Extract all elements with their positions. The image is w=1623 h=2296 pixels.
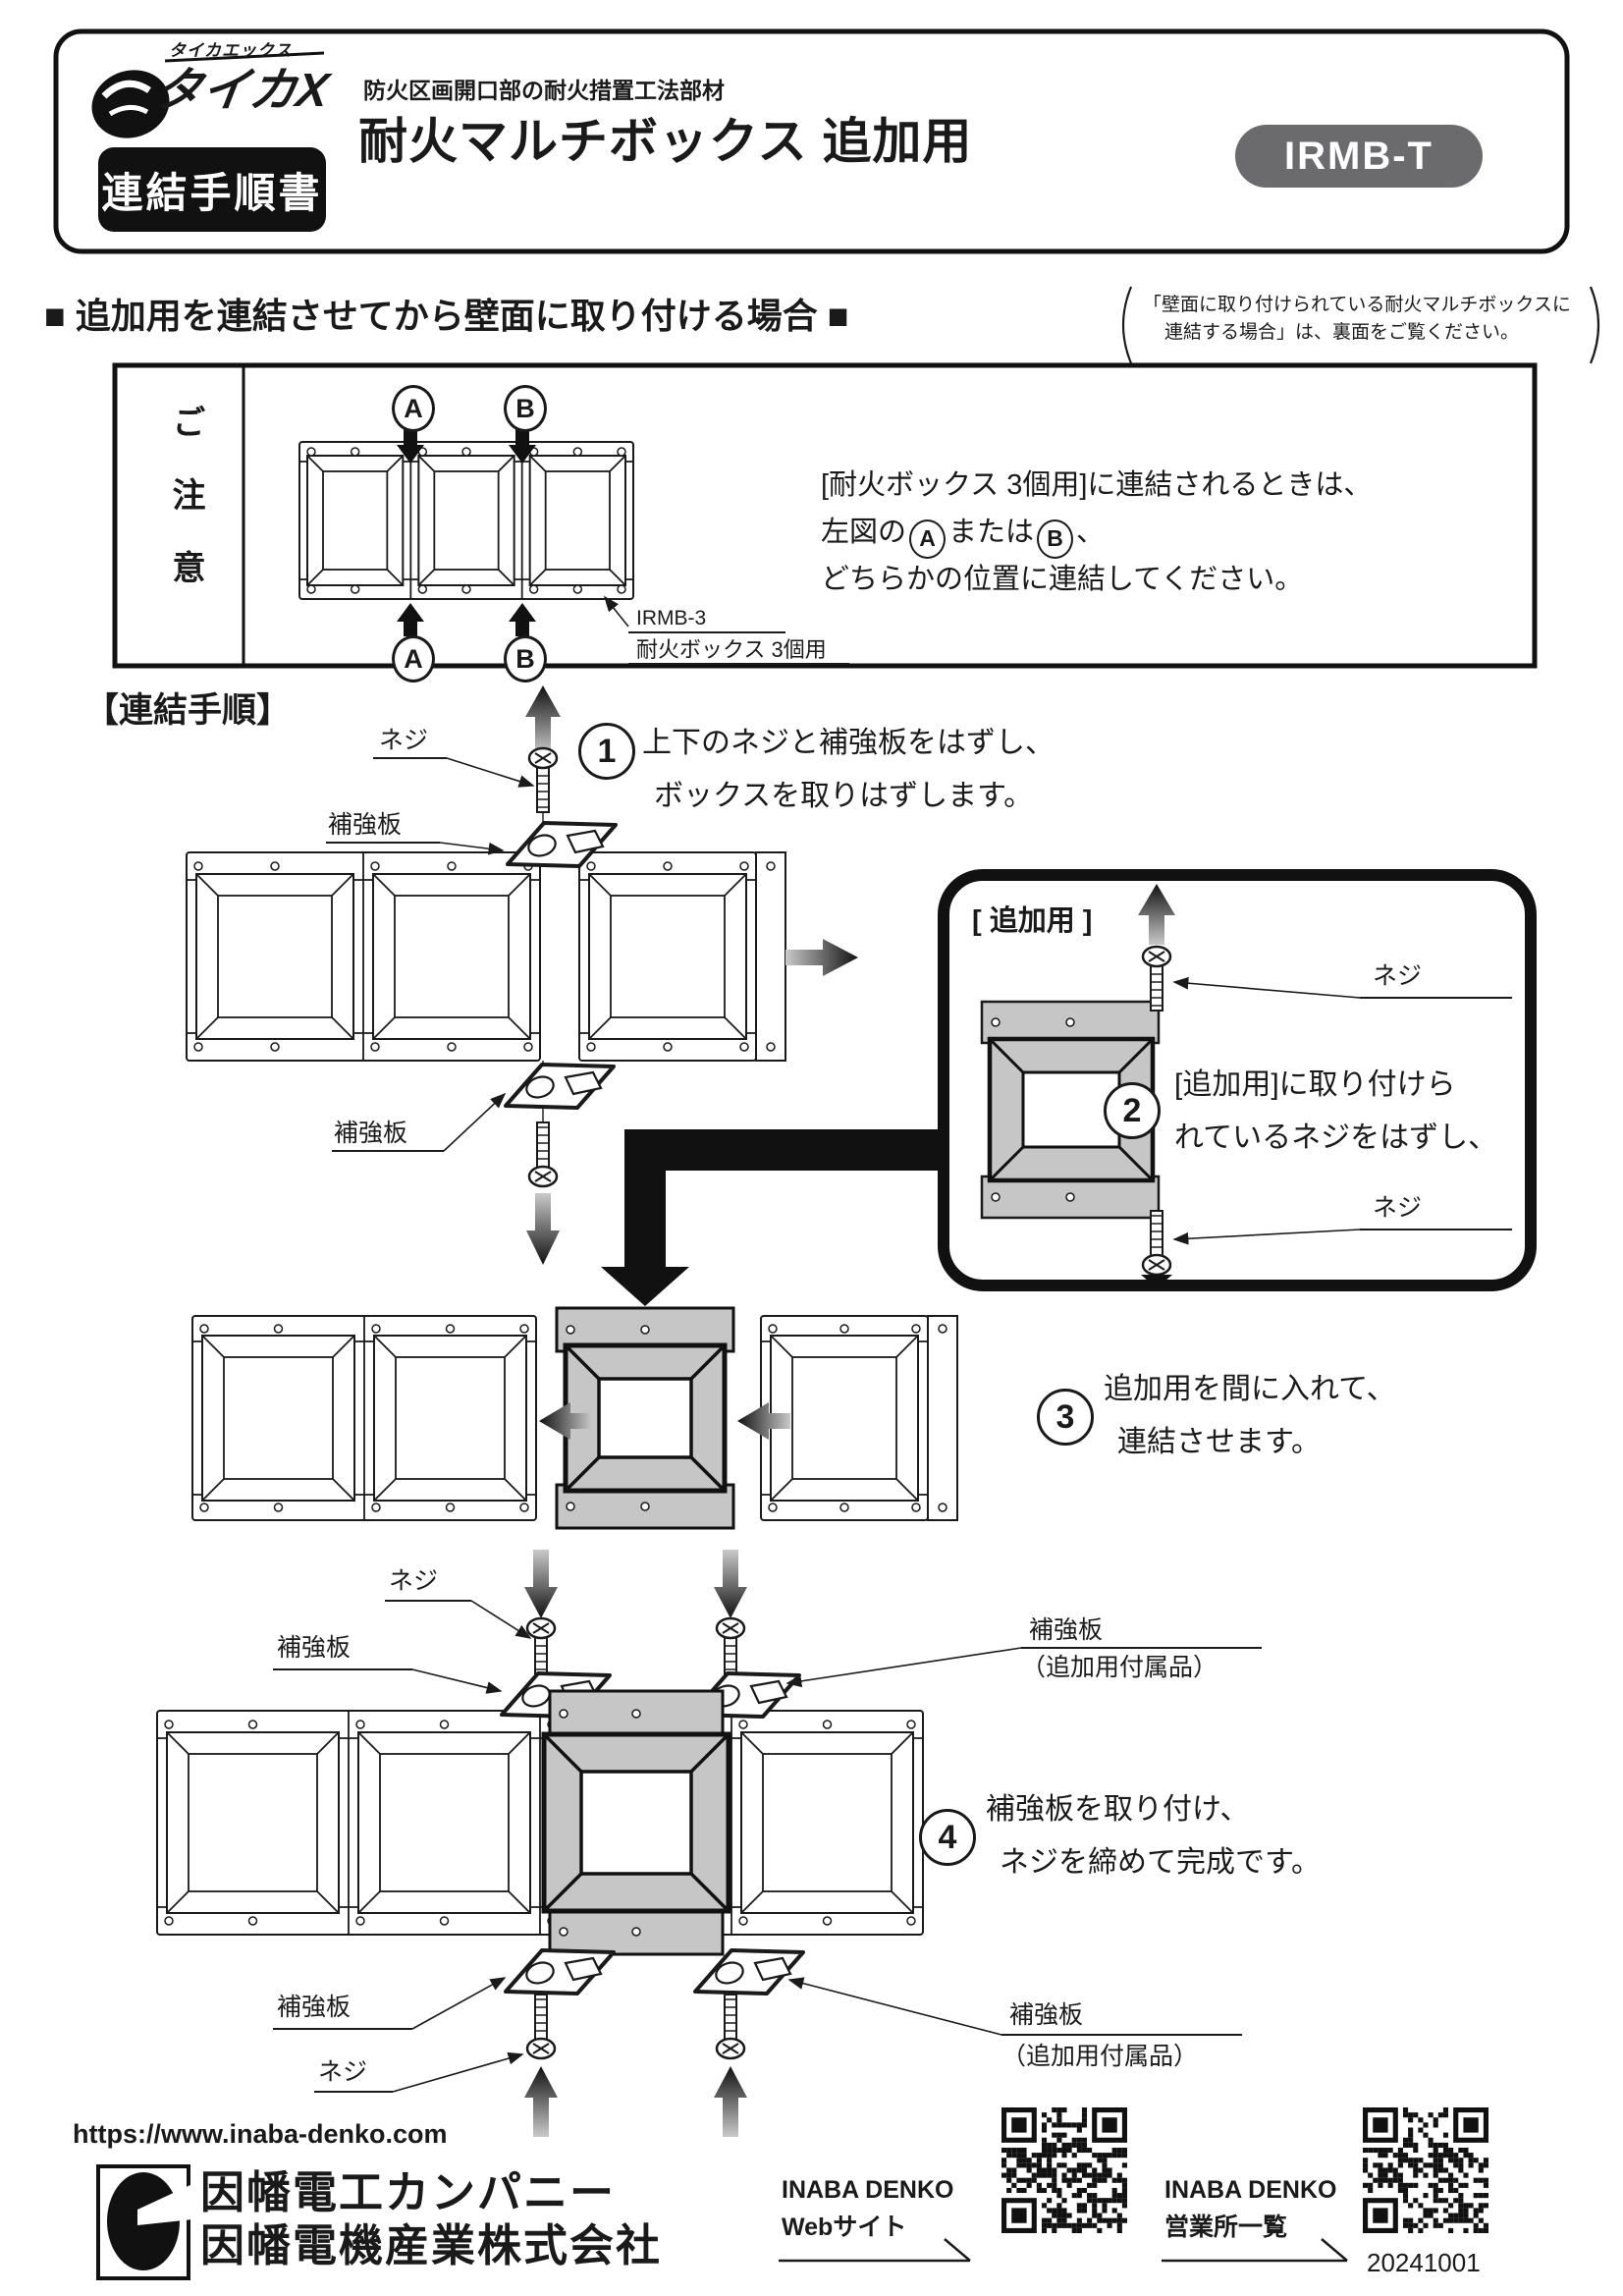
step4-number: 4 bbox=[919, 1809, 976, 1866]
section-heading: ■ 追加用を連結させてから壁面に取り付ける場合 ■ bbox=[44, 296, 849, 336]
company-name2: 因幡電機産業株式会社 bbox=[200, 2220, 663, 2270]
position-arrows bbox=[397, 429, 536, 636]
qr-code-website bbox=[1001, 2107, 1127, 2233]
arrow-down-icon bbox=[1141, 1275, 1172, 1288]
page-title: 耐火マルチボックス 追加用 bbox=[358, 114, 973, 169]
caution-line3: どちらかの位置に連結してください。 bbox=[821, 564, 1304, 595]
company-name1: 因幡電工カンパニー bbox=[200, 2167, 617, 2217]
tsuika-box-label: [ 追加用 ] bbox=[972, 905, 1093, 937]
doc-type-label: 連結手順書 bbox=[101, 169, 323, 216]
screw-label: ネジ bbox=[1373, 962, 1423, 990]
box-frame bbox=[298, 441, 634, 600]
step1-number: 1 bbox=[578, 723, 635, 780]
plate-accessory-label1: 補強板 bbox=[1009, 2001, 1084, 2029]
marker-a-inline: A bbox=[909, 519, 947, 559]
step1-line2: ボックスを取りはずします。 bbox=[654, 780, 1034, 812]
marker-b-top: B bbox=[504, 385, 547, 432]
web-link-line1: INABA DENKO bbox=[782, 2176, 954, 2204]
side-note-line2: 連結する場合」は、裏面をご覧ください。 bbox=[1164, 322, 1520, 343]
step2-line2: れているネジをはずし、 bbox=[1174, 1121, 1498, 1154]
caution-label: ご注意 bbox=[167, 405, 204, 623]
step3-number: 3 bbox=[1037, 1389, 1094, 1446]
box-frame bbox=[186, 851, 541, 1062]
model-badge: IRMB-T bbox=[1235, 125, 1483, 188]
plate-label: 補強板 bbox=[334, 1120, 408, 1147]
caution-box-border bbox=[112, 362, 1538, 669]
offices-link-line2: 営業所一覧 bbox=[1164, 2214, 1288, 2241]
caution-line2-pre: 左図の bbox=[821, 517, 907, 549]
screw-label: ネジ bbox=[389, 1567, 439, 1595]
box-frame bbox=[578, 851, 786, 1062]
arrow-up-icon bbox=[524, 2066, 558, 2137]
procedure-heading: 【連結手順】 bbox=[84, 691, 292, 730]
arrow-down-icon bbox=[714, 1550, 747, 1618]
inaba-logo-icon bbox=[96, 2164, 192, 2280]
screw-label: ネジ bbox=[1373, 1194, 1423, 1222]
revision-date: 20241001 bbox=[1367, 2248, 1481, 2277]
arrow-down-icon bbox=[524, 1550, 558, 1618]
box-frames-layer bbox=[156, 441, 958, 1936]
overlay-art bbox=[53, 28, 1600, 2280]
plate-label: 補強板 bbox=[277, 1994, 352, 2021]
side-note-line1: 「壁面に取り付けられている耐火マルチボックスに bbox=[1143, 295, 1571, 315]
plate-label: 補強板 bbox=[328, 811, 403, 839]
plate-accessory-label1: 補強板 bbox=[1029, 1616, 1104, 1644]
arrow-left-icon bbox=[737, 1402, 790, 1440]
arrow-up-icon bbox=[1138, 884, 1175, 945]
qr-code-offices bbox=[1363, 2107, 1488, 2233]
step1-line1: 上下のネジと補強板をはずし、 bbox=[642, 727, 1055, 759]
arrow-right-icon bbox=[785, 939, 858, 976]
flow-elbow-arrow bbox=[601, 1129, 941, 1306]
step3-line2: 連結させます。 bbox=[1117, 1426, 1321, 1458]
box-frame bbox=[156, 1710, 924, 1936]
step3-line1: 追加用を間に入れて、 bbox=[1104, 1373, 1396, 1405]
screw-label: ネジ bbox=[318, 2058, 368, 2086]
plate-accessory-label2: （追加用付属品） bbox=[1001, 2043, 1199, 2070]
arrow-up-icon bbox=[714, 2066, 747, 2137]
web-link-line2: Webサイト bbox=[782, 2214, 907, 2241]
step2-line1: [追加用]に取り付けら bbox=[1174, 1068, 1456, 1101]
tsuika-unit-step4 bbox=[541, 1689, 731, 1956]
tsuika-unit bbox=[980, 1000, 1161, 1220]
plate-label: 補強板 bbox=[277, 1634, 352, 1662]
marker-a-bottom: A bbox=[392, 635, 435, 683]
step4-line2: ネジを締めて完成です。 bbox=[1000, 1846, 1321, 1879]
box-frame bbox=[760, 1315, 958, 1521]
note-paren-left bbox=[1121, 286, 1133, 364]
arrow-left-icon bbox=[539, 1402, 592, 1440]
brand-reading: タイカエックス bbox=[169, 41, 293, 60]
taika-x-logo-icon bbox=[91, 51, 325, 138]
header-subtitle: 防火区画開口部の耐火措置工法部材 bbox=[363, 78, 725, 103]
caution-line2-post: 、 bbox=[1076, 517, 1106, 549]
footer-url[interactable]: https://www.inaba-denko.com bbox=[73, 2119, 448, 2149]
box-frame bbox=[191, 1315, 537, 1521]
offices-link-line1: INABA DENKO bbox=[1164, 2176, 1337, 2204]
marker-b-bottom: B bbox=[504, 635, 547, 683]
step4-line1: 補強板を取り付け、 bbox=[986, 1793, 1250, 1826]
plate-accessory-label2: （追加用付属品） bbox=[1021, 1654, 1218, 1681]
header-border bbox=[53, 28, 1570, 254]
callout-leader bbox=[604, 595, 629, 628]
arrow-down-icon bbox=[526, 1193, 560, 1265]
screw-label: ネジ bbox=[379, 727, 429, 754]
marker-b-inline: B bbox=[1037, 519, 1074, 559]
caution-line1: [耐火ボックス 3個用]に連結されるときは、 bbox=[821, 469, 1373, 501]
arrow-up-icon bbox=[525, 685, 561, 754]
callout-model: IRMB-3 bbox=[636, 607, 707, 629]
brand-name: タイカX bbox=[151, 65, 332, 117]
doc-type-badge: 連結手順書 bbox=[98, 147, 326, 232]
note-paren-right bbox=[1589, 286, 1600, 364]
model-code: IRMB-T bbox=[1284, 134, 1434, 178]
caution-line2-mid: または bbox=[948, 517, 1035, 549]
marker-a-top: A bbox=[392, 385, 435, 432]
step2-number: 2 bbox=[1104, 1082, 1161, 1139]
callout-name: 耐火ボックス 3個用 bbox=[636, 637, 827, 662]
